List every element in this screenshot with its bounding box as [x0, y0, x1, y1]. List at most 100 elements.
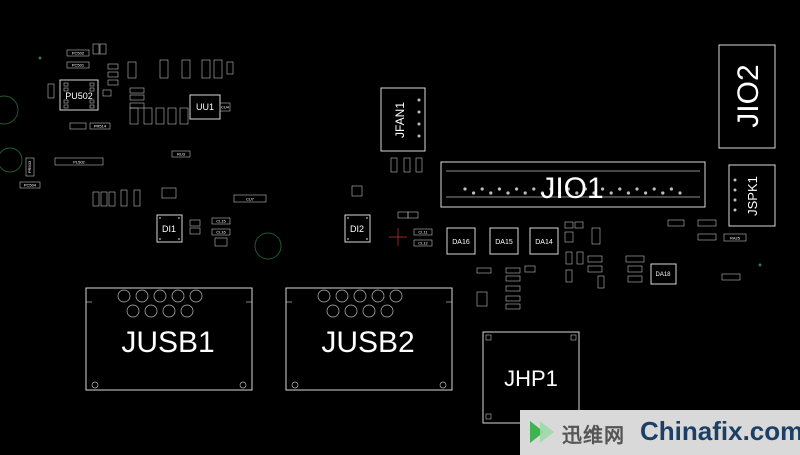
watermark-cn-text: 迅维网	[562, 423, 625, 447]
passive-footprint	[627, 275, 643, 283]
jio1-pin	[644, 191, 648, 195]
passive-footprint	[524, 265, 536, 273]
label-da14: DA14	[535, 239, 553, 246]
jio1-pin	[678, 191, 682, 195]
label-ra25: RA25	[730, 236, 741, 241]
passive-footprint	[159, 59, 169, 79]
label-pu502: PU502	[65, 91, 93, 101]
passive-footprint	[127, 61, 137, 79]
label-di2: DI2	[350, 224, 364, 234]
label-jusb2: JUSB2	[321, 326, 414, 359]
passive-pr503: PR503	[25, 157, 35, 177]
jio1-pin	[532, 187, 536, 191]
passive-footprint	[129, 102, 145, 109]
label-jio1: JIO1	[540, 172, 603, 205]
via-dot	[758, 263, 762, 267]
passive-footprint	[397, 211, 409, 219]
passive-footprint	[697, 233, 717, 241]
passive-footprint	[107, 71, 119, 78]
watermark-banner: 迅维网 Chinafix.com	[520, 410, 800, 455]
connector-jfan1: JFAN1	[380, 87, 426, 152]
passive-footprint	[189, 219, 201, 227]
passive-footprint	[505, 303, 521, 310]
jio1-pin	[575, 191, 579, 195]
jio1-pin	[583, 187, 588, 191]
passive-footprint	[129, 94, 145, 101]
passive-footprint	[107, 63, 119, 70]
label-cl15: CL15	[216, 219, 226, 224]
label-cu7: CU7	[246, 197, 255, 202]
jio1-pin	[566, 187, 570, 191]
chip-da18: DA18	[650, 263, 677, 285]
label-cl12: CL12	[418, 241, 428, 246]
label-jusb1: JUSB1	[121, 326, 214, 359]
label-ru3: RU3	[177, 152, 186, 157]
passive-footprint	[403, 157, 411, 173]
passive-pc501: PC501	[66, 61, 90, 69]
small-passive-cluster	[47, 43, 741, 310]
passive-pc502: PC502	[66, 49, 90, 57]
mounting-hole	[0, 147, 23, 173]
jio1-pin	[480, 187, 484, 191]
chip-da15: DA15	[489, 227, 519, 255]
passive-footprint	[591, 227, 601, 245]
chip-pu502: PU502	[59, 79, 99, 111]
passive-footprint	[102, 89, 112, 97]
label-jspk1: JSPK1	[745, 176, 760, 216]
passive-cu7: CU7	[233, 194, 267, 203]
passive-footprint	[505, 275, 521, 282]
passive-cl11: CL11	[413, 228, 433, 236]
passive-footprint	[100, 191, 108, 207]
passive-footprint	[505, 295, 521, 302]
passive-footprint	[181, 59, 191, 79]
passive-footprint	[576, 251, 584, 265]
label-da18: DA18	[655, 272, 671, 278]
label-pr503: PR503	[27, 160, 32, 173]
jio1-pin	[558, 191, 562, 195]
label-jio2: JIO2	[732, 64, 765, 127]
jio1-pin	[592, 191, 596, 195]
passive-footprint	[129, 87, 145, 94]
passive-footprint	[407, 211, 419, 219]
passive-footprint	[587, 265, 603, 273]
label-da16: DA16	[452, 239, 470, 246]
jio1-pin	[540, 191, 545, 195]
connector-jio2: JIO2	[718, 44, 776, 149]
passive-footprint	[107, 79, 119, 86]
jio1-pin	[549, 187, 553, 191]
passive-footprint	[415, 157, 423, 173]
passive-cl16: CL16	[211, 228, 231, 236]
passive-footprint	[69, 122, 87, 130]
jio1-pin	[515, 187, 519, 191]
chip-di2: DI2	[344, 214, 371, 243]
passive-footprint	[108, 191, 116, 207]
jio1-pin	[472, 191, 476, 195]
connector-jio1: JIO1	[440, 161, 706, 208]
chip-di1: DI1	[156, 214, 183, 243]
passive-footprint	[201, 59, 211, 79]
chinafix-logo-icon	[530, 421, 554, 443]
passive-footprint	[120, 189, 128, 207]
passive-footprint	[697, 219, 717, 227]
jio1-pin	[652, 187, 656, 191]
passive-cu4: CU4	[219, 102, 231, 112]
chip-da16: DA16	[446, 227, 476, 255]
jio1-pin	[609, 191, 613, 195]
passive-footprint	[564, 231, 574, 243]
chip-da14: DA14	[529, 227, 559, 255]
passive-pl502: PL502	[54, 157, 104, 166]
passive-footprint	[155, 107, 165, 125]
jio1-pin	[497, 187, 501, 191]
label-da15: DA15	[495, 239, 513, 246]
passive-footprint	[167, 107, 177, 125]
label-jfan1: JFAN1	[393, 102, 407, 138]
watermark-en-text: Chinafix.com	[640, 416, 800, 446]
passive-footprint	[47, 83, 55, 99]
jio1-pin	[669, 187, 674, 191]
label-di1: DI1	[162, 224, 176, 234]
passive-footprint	[564, 221, 574, 229]
passive-footprint	[92, 191, 100, 207]
jio1-pin	[635, 187, 639, 191]
passive-footprint	[597, 275, 605, 289]
jio1-pin	[626, 191, 631, 195]
